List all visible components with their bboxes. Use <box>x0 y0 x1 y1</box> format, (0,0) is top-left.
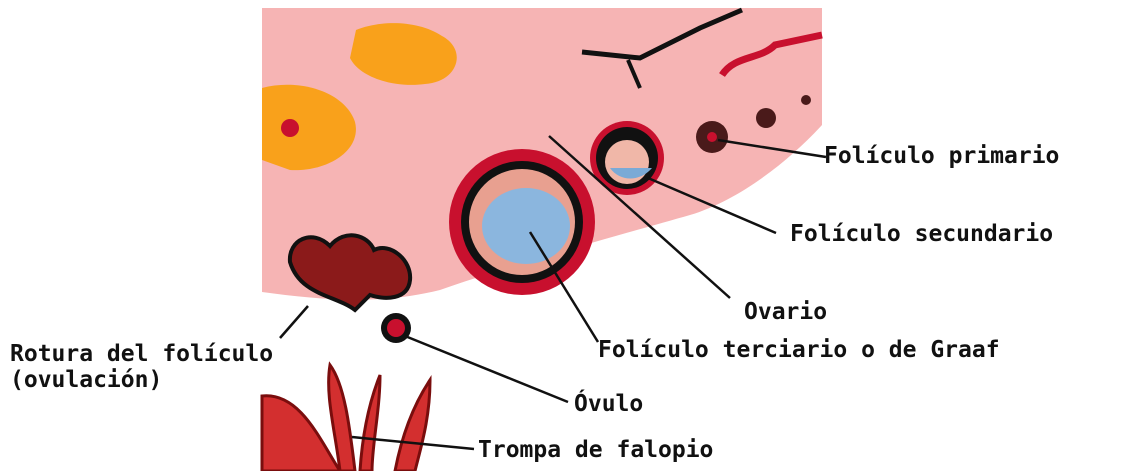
label-ovulo: Óvulo <box>574 392 643 417</box>
label-ovario: Ovario <box>744 300 827 325</box>
follicle-graaf <box>449 149 595 295</box>
ovum <box>381 313 411 343</box>
label-foliculo-graaf: Folículo terciario o de Graaf <box>598 338 1000 363</box>
label-trompa-de-falopio: Trompa de falopio <box>478 438 713 463</box>
label-foliculo-secundario: Folículo secundario <box>790 222 1053 247</box>
label-ovulacion: (ovulación) <box>10 368 162 393</box>
label-foliculo-primario: Folículo primario <box>824 144 1059 169</box>
label-rotura-foliculo: Rotura del folículo <box>10 342 273 367</box>
fallopian-tube <box>262 365 430 471</box>
